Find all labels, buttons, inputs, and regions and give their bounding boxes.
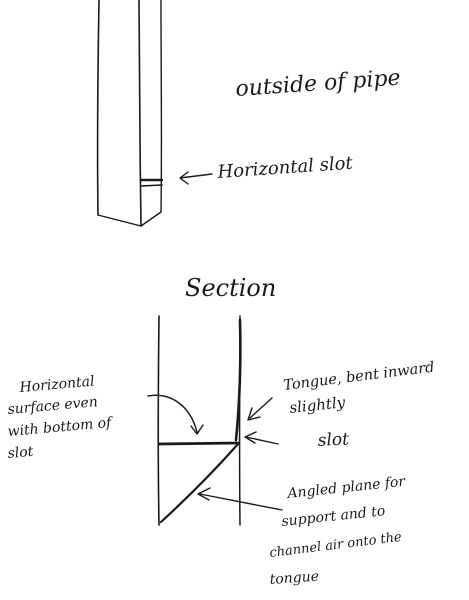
angled-plane-label-line1: Angled plane for bbox=[285, 474, 407, 503]
angled-plane-label-line3: channel air onto the bbox=[269, 530, 403, 561]
horizontal-slot-label: Horizontal slot bbox=[216, 153, 354, 184]
slot-section-label: slot bbox=[317, 429, 349, 451]
slot-arrow bbox=[179, 171, 213, 185]
horizontal-surface bbox=[157, 441, 240, 446]
slot-section-arrow bbox=[244, 431, 279, 445]
angled-plane-label-line4: tongue bbox=[269, 569, 319, 588]
angled-plane-arrow bbox=[197, 487, 283, 511]
outside-pipe-view bbox=[96, 0, 213, 227]
horizontal-surface-label-line2: surface even bbox=[7, 394, 99, 418]
section-view bbox=[147, 315, 283, 526]
pipe-front-edge bbox=[138, 0, 142, 227]
tongue-arrow bbox=[247, 397, 273, 421]
tongue-label-line1: Tongue, bent inward bbox=[283, 360, 436, 394]
tongue-label-line2: slightly bbox=[289, 393, 347, 417]
angled-plane-label-line2: support and to bbox=[281, 503, 386, 530]
horizontal-surface-arrow bbox=[147, 394, 204, 435]
section-label: Section bbox=[185, 274, 276, 302]
outside-of-pipe-label: outside of pipe bbox=[235, 66, 402, 102]
pipe-bottom-edge bbox=[97, 211, 162, 227]
horizontal-slot-mark-lower bbox=[140, 184, 163, 187]
angled-plane bbox=[159, 442, 240, 524]
horizontal-surface-label-line3: with bottom of bbox=[7, 415, 115, 440]
horizontal-surface-label-line4: slot bbox=[7, 444, 34, 462]
section-left-wall bbox=[157, 315, 160, 526]
pipe-left-edge bbox=[96, 0, 100, 216]
horizontal-surface-label-line1: Horizontal bbox=[18, 374, 95, 397]
tongue bbox=[234, 318, 242, 442]
